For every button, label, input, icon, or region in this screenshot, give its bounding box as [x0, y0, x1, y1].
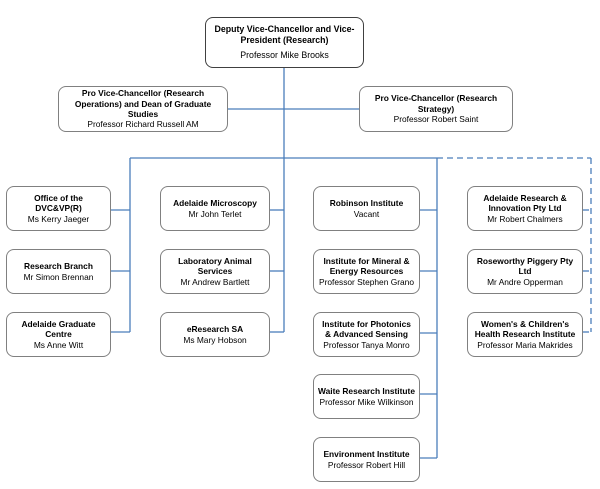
node-person: Professor Robert Saint — [393, 114, 479, 125]
node-person: Ms Anne Witt — [33, 339, 84, 350]
node-dvc: Deputy Vice-Chancellor and Vice-Presiden… — [205, 17, 364, 68]
node-pvc-operations: Pro Vice-Chancellor (Research Operations… — [58, 86, 228, 132]
node-title: Adelaide Microscopy — [173, 198, 257, 209]
node-office-dvc: Office of the DVC&VP(R) Ms Kerry Jaeger — [6, 186, 111, 231]
node-person: Professor Richard Russell AM — [87, 119, 199, 130]
node-person: Professor Tanya Monro — [323, 339, 410, 350]
node-adelaide-microscopy: Adelaide Microscopy Mr John Terlet — [160, 186, 270, 231]
node-eresearch-sa: eResearch SA Ms Mary Hobson — [160, 312, 270, 357]
node-title: Robinson Institute — [329, 198, 404, 209]
node-person: Ms Mary Hobson — [183, 334, 247, 345]
node-person: Ms Kerry Jaeger — [27, 213, 90, 224]
node-photonics: Institute for Photonics & Advanced Sensi… — [313, 312, 420, 357]
node-title: Institute for Mineral & Energy Resources — [323, 255, 410, 277]
node-graduate-centre: Adelaide Graduate Centre Ms Anne Witt — [6, 312, 111, 357]
node-person: Professor Stephen Grano — [319, 276, 414, 287]
node-pvc-strategy: Pro Vice-Chancellor (Research Strategy) … — [359, 86, 513, 132]
node-environment-institute: Environment Institute Professor Robert H… — [313, 437, 420, 482]
node-research-branch: Research Branch Mr Simon Brennan — [6, 249, 111, 294]
node-person: Professor Mike Wilkinson — [319, 396, 414, 407]
node-lab-animal-services: Laboratory Animal Services Mr Andrew Bar… — [160, 249, 270, 294]
node-person: Professor Mike Brooks — [240, 50, 329, 60]
node-person: Vacant — [353, 208, 380, 219]
node-person: Mr Andre Opperman — [487, 276, 563, 287]
node-title: Research Branch — [24, 261, 93, 272]
node-title: Laboratory Animal Services — [178, 255, 252, 277]
node-title: Roseworthy Piggery Pty Ltd — [476, 255, 574, 277]
node-title: Pro Vice-Chancellor (Research Strategy) — [374, 93, 498, 114]
node-title: Women's & Children's Health Research Ins… — [474, 318, 576, 340]
node-title: Pro Vice-Chancellor (Research Operations… — [74, 88, 212, 119]
node-title: Deputy Vice-Chancellor and Vice-Presiden… — [214, 24, 355, 45]
node-title: eResearch SA — [186, 324, 244, 335]
node-title: Office of the DVC&VP(R) — [34, 192, 83, 214]
node-person: Mr Andrew Bartlett — [180, 276, 250, 287]
node-person: Mr John Terlet — [188, 208, 242, 219]
node-roseworthy-piggery: Roseworthy Piggery Pty Ltd Mr Andre Oppe… — [467, 249, 583, 294]
node-person: Mr Robert Chalmers — [487, 213, 563, 224]
node-title: Environment Institute — [323, 449, 410, 460]
node-womens-childrens-health: Women's & Children's Health Research Ins… — [467, 312, 583, 357]
node-title: Adelaide Research & Innovation Pty Ltd — [483, 192, 567, 214]
node-person: Professor Robert Hill — [327, 459, 406, 470]
node-mineral-energy: Institute for Mineral & Energy Resources… — [313, 249, 420, 294]
node-title: Adelaide Graduate Centre — [21, 318, 96, 340]
node-adelaide-research-innovation: Adelaide Research & Innovation Pty Ltd M… — [467, 186, 583, 231]
node-title: Institute for Photonics & Advanced Sensi… — [322, 318, 411, 340]
node-person: Mr Simon Brennan — [23, 271, 94, 282]
node-robinson-institute: Robinson Institute Vacant — [313, 186, 420, 231]
node-waite-institute: Waite Research Institute Professor Mike … — [313, 374, 420, 419]
node-person: Professor Maria Makrides — [477, 339, 573, 350]
node-title: Waite Research Institute — [318, 386, 415, 397]
